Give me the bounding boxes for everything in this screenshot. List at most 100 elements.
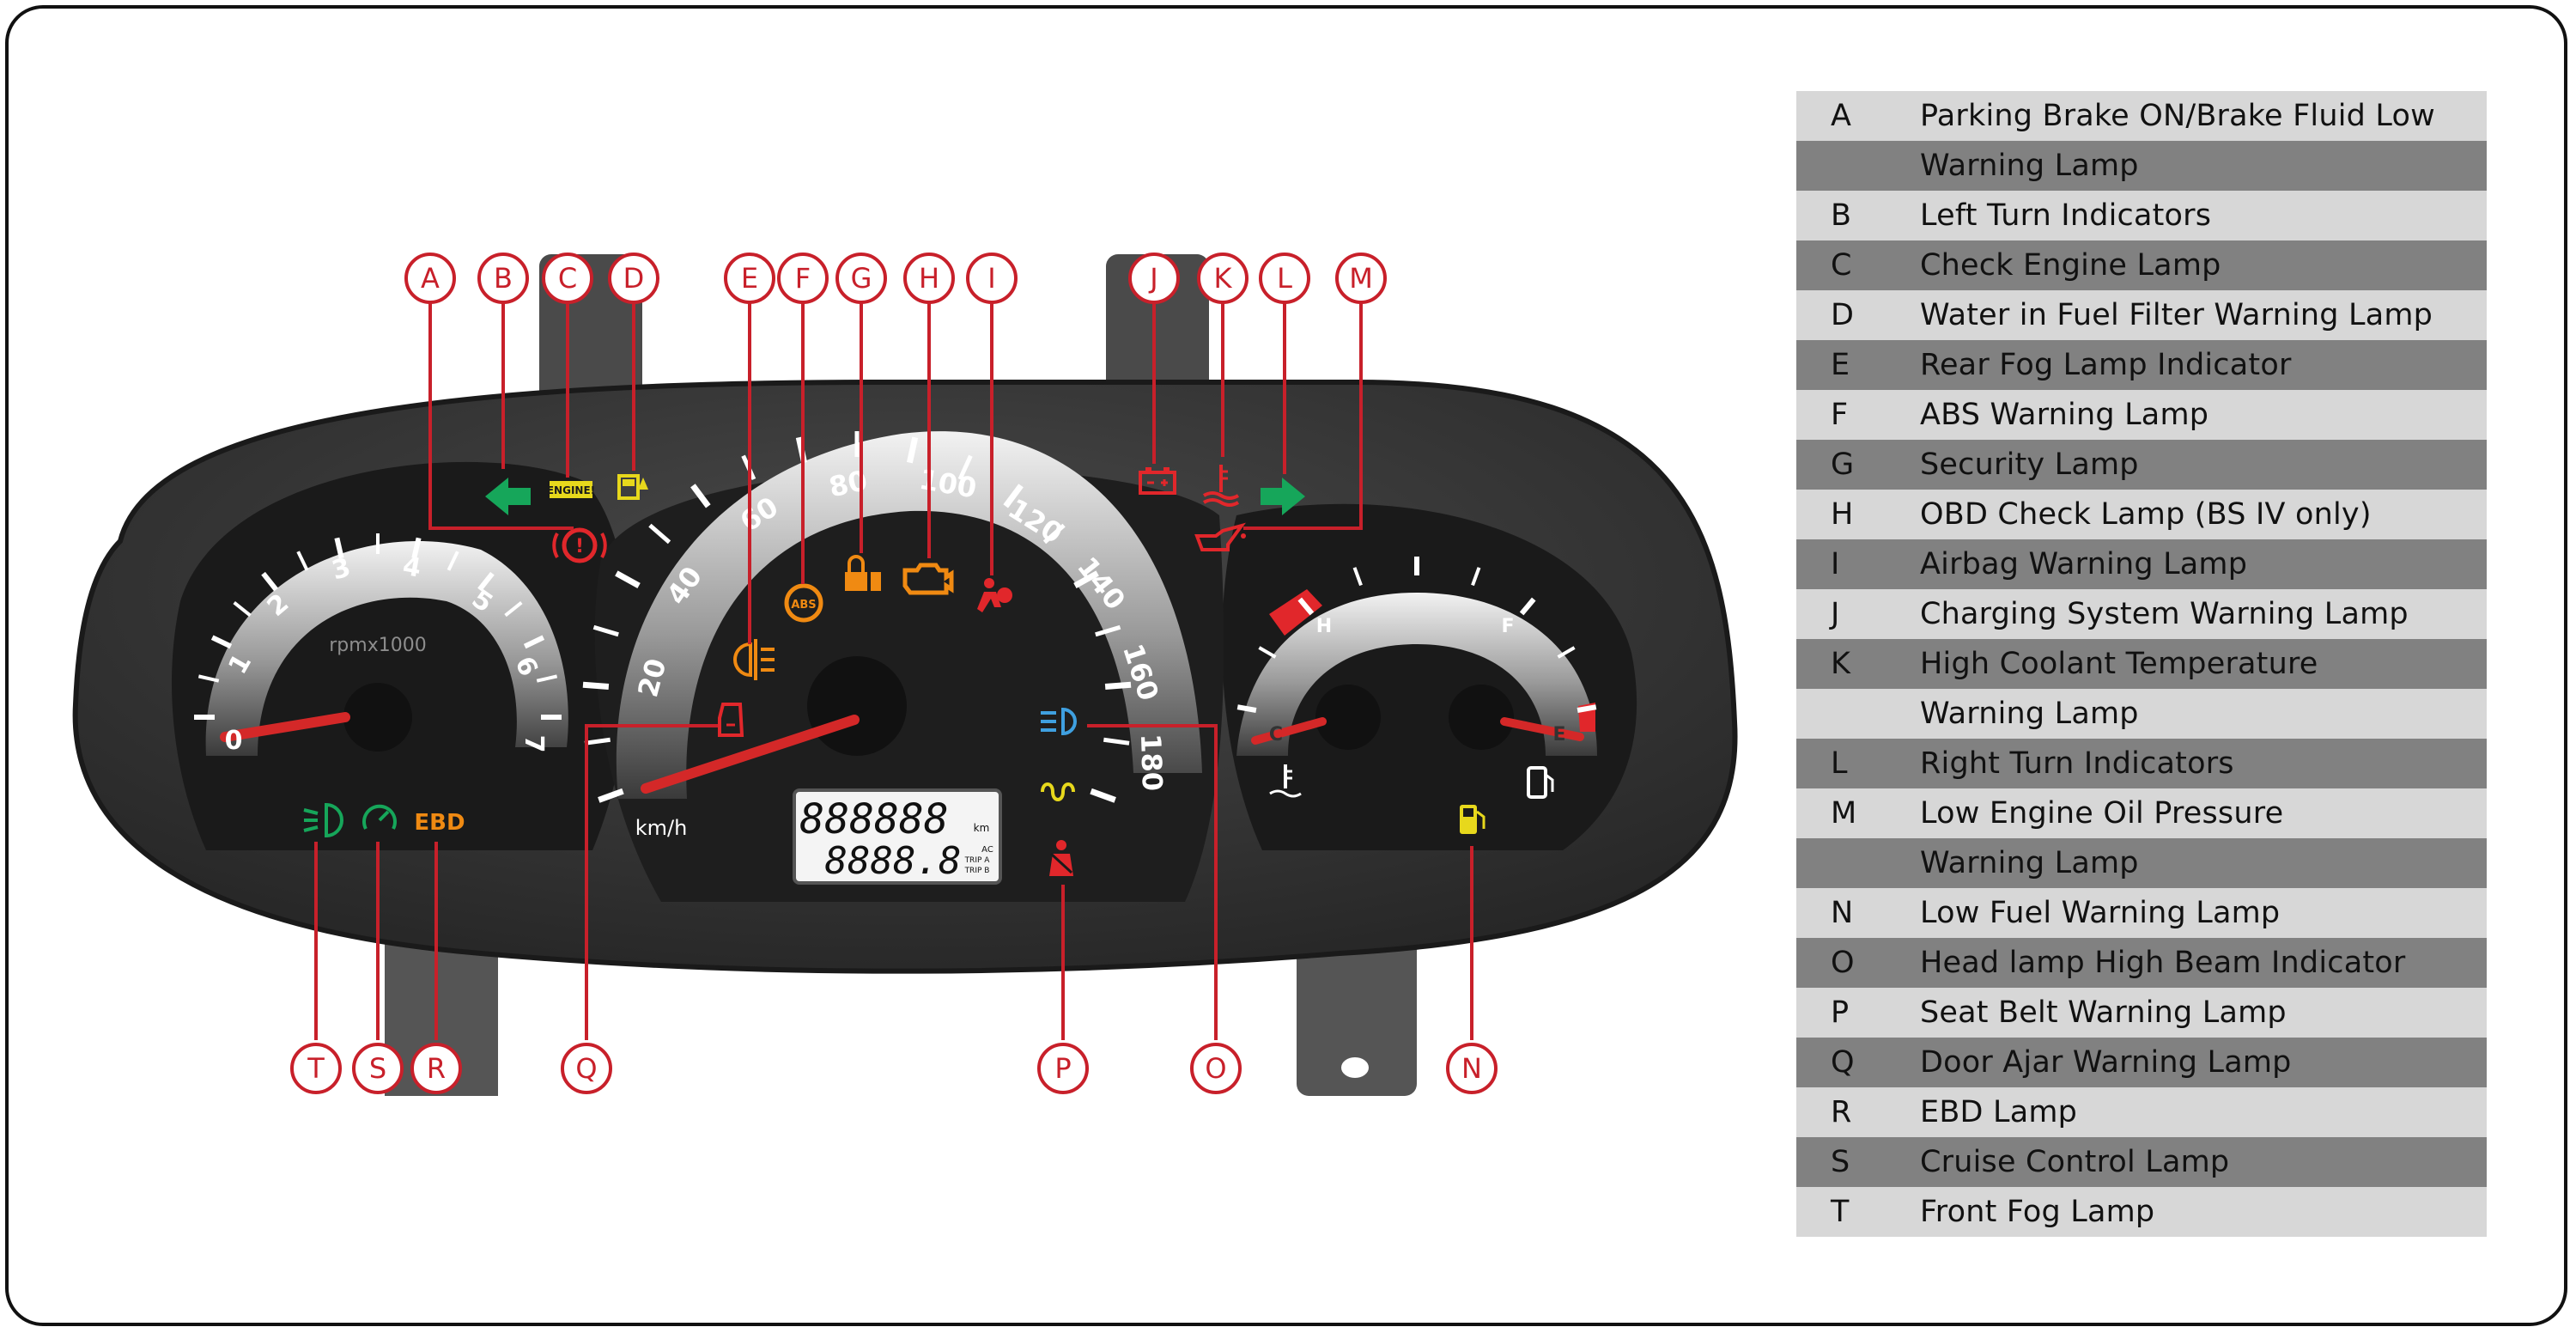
lcd-flag-trip-a: TRIP A (964, 856, 991, 865)
tacho-unit-label: rpmx1000 (329, 635, 426, 656)
legend-key: M (1831, 796, 1857, 831)
speedo-tick (582, 681, 610, 691)
callout-e: E (724, 253, 775, 304)
callout-m: M (1335, 253, 1387, 304)
temp-hot-label: H (1316, 616, 1332, 637)
callout-letter: E (741, 262, 758, 295)
svg-text:!: ! (575, 536, 584, 557)
speedo-unit-label: km/h (635, 816, 688, 840)
gauge-tick (1352, 567, 1363, 587)
legend-text: Right Turn Indicators (1920, 746, 2234, 781)
legend-text: Security Lamp (1920, 447, 2139, 482)
tacho-tick-label: 7 (519, 735, 549, 753)
gauge-tick (1519, 597, 1536, 616)
ebd-lamp-text: EBD (414, 810, 465, 836)
speedo-hub (807, 656, 907, 756)
legend-row: Warning Lamp (1796, 689, 2487, 739)
callout-letter: C (558, 262, 577, 295)
legend-key: J (1831, 597, 1840, 631)
tacho-tick (477, 571, 495, 592)
callout-k: K (1197, 253, 1249, 304)
callout-j: J (1128, 253, 1180, 304)
legend-text: Front Fog Lamp (1920, 1195, 2155, 1229)
gauge-tick (1577, 704, 1597, 713)
callout-circle (1197, 253, 1249, 304)
legend-key: I (1831, 547, 1840, 581)
callout-b: B (477, 253, 529, 304)
tacho-tick-marks (194, 533, 562, 720)
tacho-tick (233, 601, 252, 618)
legend-key: D (1831, 298, 1855, 332)
callout-letter: R (427, 1052, 446, 1085)
callout-circle (404, 253, 456, 304)
legend-key: Q (1831, 1045, 1855, 1080)
tacho-tick (334, 537, 344, 559)
gauge-tick (1471, 567, 1481, 587)
check-engine-icon: ENGINE! (547, 481, 595, 498)
speedo-tick (690, 484, 711, 508)
callout-circle (477, 253, 529, 304)
callout-circle (561, 1043, 612, 1094)
legend-text: ABS Warning Lamp (1920, 398, 2209, 432)
legend-key: K (1831, 647, 1851, 681)
speedo-tick (1042, 523, 1066, 545)
fuel-empty-label: E (1552, 724, 1565, 746)
security-lock-icon (845, 555, 881, 591)
callout-h: H (903, 253, 955, 304)
callout-circle (1446, 1043, 1498, 1094)
callout-circle (1335, 253, 1387, 304)
legend-row: L Right Turn Indicators (1796, 739, 2487, 788)
callout-f: F (777, 253, 829, 304)
callout-letter: B (494, 262, 513, 295)
speedo-bezel (616, 431, 1202, 799)
callout-circle (608, 253, 659, 304)
legend-text: Head lamp High Beam Indicator (1920, 946, 2406, 980)
speedo-tick (648, 523, 671, 545)
legend-key: S (1831, 1145, 1850, 1179)
legend-row: K High Coolant Temperature (1796, 639, 2487, 689)
temp-thermometer-icon (1269, 764, 1302, 798)
legend-key: T (1831, 1195, 1850, 1229)
fuel-temp-panel (1222, 503, 1637, 850)
callout-circle (903, 253, 955, 304)
callout-a: A (404, 253, 456, 304)
obd-engine-icon (902, 563, 954, 595)
callout-letter: L (1277, 262, 1292, 295)
callout-circle (352, 1043, 404, 1094)
fuel-needle (1500, 717, 1584, 741)
legend-key: O (1831, 946, 1855, 980)
leader-line-a (428, 297, 574, 530)
tacho-tick (197, 674, 220, 683)
callout-c: C (542, 253, 593, 304)
callout-circle (410, 1043, 462, 1094)
legend-text: Charging System Warning Lamp (1920, 597, 2409, 631)
gauge-tick (1258, 646, 1277, 659)
speedo-tick (1073, 570, 1099, 588)
callout-circle (966, 253, 1018, 304)
legend-key: G (1831, 447, 1855, 482)
leader-line-o (1087, 724, 1218, 1040)
tacho-tick (536, 674, 558, 683)
speedo-tick (1003, 484, 1024, 508)
callout-letter: A (421, 262, 440, 295)
legend-key: P (1831, 995, 1850, 1030)
legend-key: F (1831, 398, 1849, 432)
legend-text: Warning Lamp (1920, 697, 2139, 731)
callout-letter: K (1214, 262, 1233, 295)
legend-text: Low Engine Oil Pressure (1920, 796, 2284, 831)
legend-text: High Coolant Temperature (1920, 647, 2318, 681)
legend-text: EBD Lamp (1920, 1095, 2078, 1129)
callout-letter: S (369, 1052, 386, 1085)
tacho-tick-label: 0 (225, 726, 243, 756)
tacho-bezel (205, 541, 568, 756)
speedo-tick (584, 737, 611, 746)
callout-circle (542, 253, 593, 304)
legend-key: L (1831, 746, 1848, 781)
speedo-tick (1103, 737, 1130, 746)
trip-line-2: 8888.8 (825, 839, 962, 883)
